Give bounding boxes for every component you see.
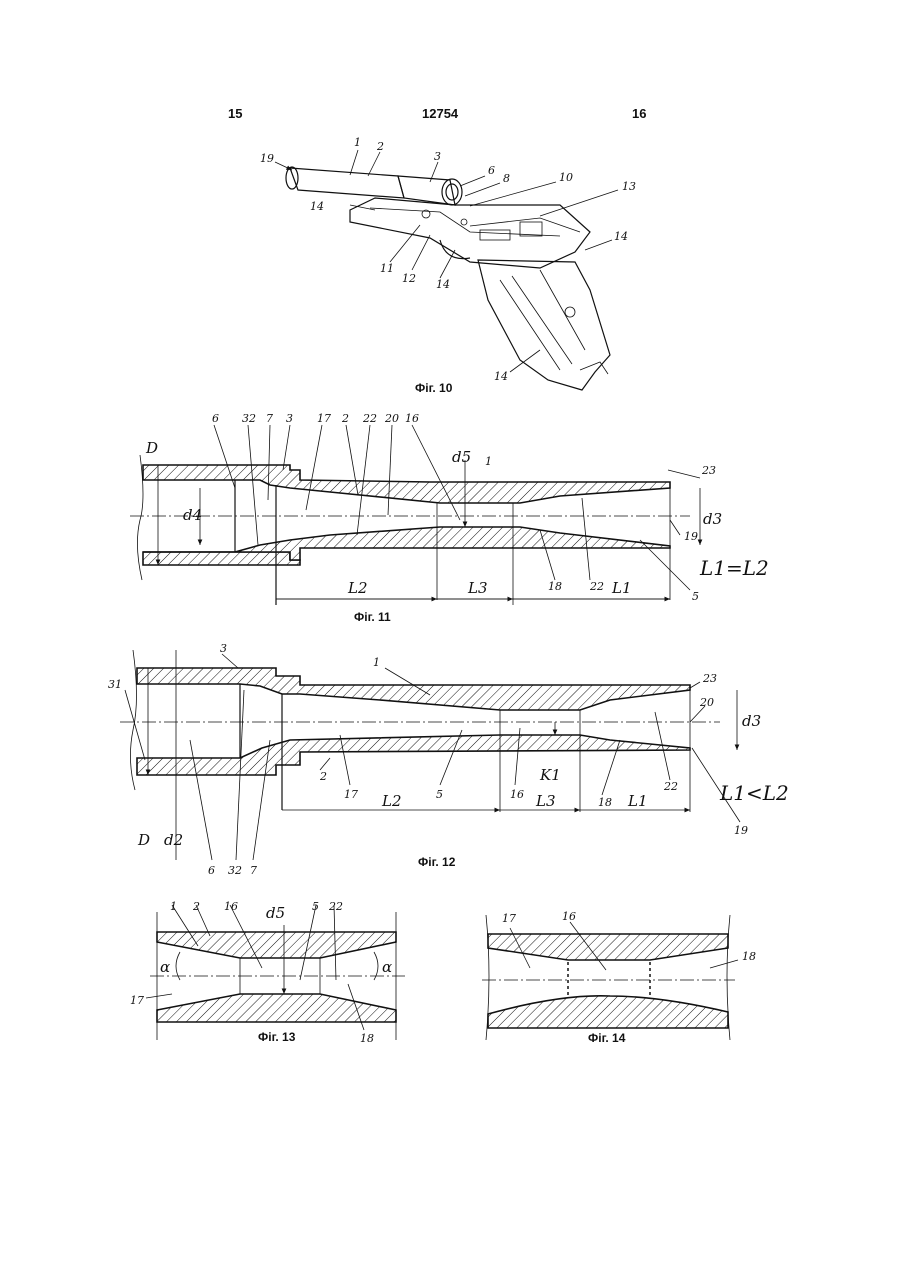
fig11-label: 3 <box>286 412 293 425</box>
fig10-label: 13 <box>622 180 636 193</box>
fig10-label: 14 <box>436 278 450 291</box>
fig11-label: L1 <box>611 579 632 597</box>
fig12-label: 7 <box>250 864 257 877</box>
fig12-label: 6 <box>208 864 215 877</box>
fig13-label: 1 <box>170 900 177 913</box>
fig12-label: 3 <box>220 642 227 655</box>
fig11-label: 16 <box>405 412 419 425</box>
fig12-section <box>120 650 740 860</box>
fig12-label: L1 <box>627 792 648 810</box>
fig12-label: D <box>137 831 150 849</box>
fig12-label: d2 <box>164 831 183 849</box>
fig10-label: 6 <box>488 164 495 177</box>
fig11-label: 18 <box>548 580 562 593</box>
fig13-labels: 1 2 16 d5 5 22 α α 17 18 <box>130 900 392 1045</box>
fig10-label: 8 <box>503 172 510 185</box>
fig10-label: 12 <box>402 272 416 285</box>
fig11-label: 23 <box>701 464 716 477</box>
fig10-label: 14 <box>494 370 508 383</box>
fig13-label: 18 <box>360 1032 374 1045</box>
fig12-label: 22 <box>663 780 678 793</box>
fig13-caption: Фіг. 13 <box>258 1030 296 1044</box>
fig13-label: 5 <box>312 900 319 913</box>
fig11-section <box>130 425 700 605</box>
fig10-label: 11 <box>380 262 394 275</box>
fig13-label: α <box>160 958 170 976</box>
fig11-label: d5 <box>452 448 471 466</box>
fig14-label: 17 <box>502 912 516 925</box>
fig11-labels: D 6 32 7 3 17 2 22 20 16 d5 1 23 d4 d3 1… <box>145 412 769 603</box>
fig13-label: 22 <box>328 900 343 913</box>
fig14-section <box>482 915 738 1040</box>
fig12-label: 18 <box>598 796 612 809</box>
fig11-label: 32 <box>242 412 256 425</box>
fig14-label: 18 <box>742 950 756 963</box>
fig11-label: 5 <box>692 590 699 603</box>
fig12-label: 23 <box>702 672 717 685</box>
fig11-label: D <box>145 439 158 457</box>
fig13-label: 2 <box>192 900 200 913</box>
fig12-label: 19 <box>734 824 748 837</box>
fig11-label: 22 <box>362 412 377 425</box>
fig14-caption: Фіг. 14 <box>588 1031 626 1045</box>
fig13-label: d5 <box>266 904 285 922</box>
fig11-label: 17 <box>317 412 331 425</box>
fig10-labels: 19 1 2 3 6 8 10 13 14 14 11 12 14 14 <box>260 136 636 383</box>
fig10-label: 3 <box>434 150 441 163</box>
fig12-relation: L1<L2 <box>719 781 789 805</box>
fig12-caption: Фіг. 12 <box>418 855 456 869</box>
fig12-label: 31 <box>108 678 122 691</box>
fig11-label: L2 <box>347 579 368 597</box>
fig12-label: 17 <box>344 788 358 801</box>
fig10-label: 14 <box>310 200 324 213</box>
fig11-label: 19 <box>684 530 698 543</box>
fig12-label: 1 <box>373 656 380 669</box>
fig11-label: 1 <box>485 455 492 468</box>
fig11-label: 6 <box>212 412 219 425</box>
fig12-label: 20 <box>699 696 714 709</box>
fig11-label: d3 <box>703 510 722 528</box>
fig10-label: 14 <box>614 230 628 243</box>
fig10-label: 1 <box>354 136 361 149</box>
fig13-label: 16 <box>224 900 238 913</box>
fig12-label: K1 <box>539 766 561 784</box>
fig11-label: 22 <box>589 580 604 593</box>
fig10-caption: Фіг. 10 <box>415 381 453 395</box>
fig11-caption: Фіг. 11 <box>354 610 391 624</box>
fig13-section <box>146 905 405 1040</box>
fig11-label: 7 <box>266 412 273 425</box>
fig11-label: d4 <box>183 506 202 524</box>
fig12-label: 2 <box>319 770 327 783</box>
fig11-relation: L1=L2 <box>699 556 769 580</box>
fig13-label: 17 <box>130 994 144 1007</box>
fig11-label: 2 <box>341 412 349 425</box>
fig12-label: 32 <box>228 864 242 877</box>
fig13-label: α <box>382 958 392 976</box>
fig12-label: L3 <box>535 792 556 810</box>
fig14-label: 16 <box>562 910 576 923</box>
fig11-label: 20 <box>384 412 399 425</box>
fig12-label: L2 <box>381 792 402 810</box>
fig12-label: d3 <box>742 712 761 730</box>
fig12-label: 16 <box>510 788 524 801</box>
fig10-label: 2 <box>376 140 384 153</box>
fig12-label: 5 <box>436 788 443 801</box>
fig10-label: 19 <box>260 152 274 165</box>
fig10-label: 10 <box>559 171 573 184</box>
fig11-label: L3 <box>467 579 488 597</box>
